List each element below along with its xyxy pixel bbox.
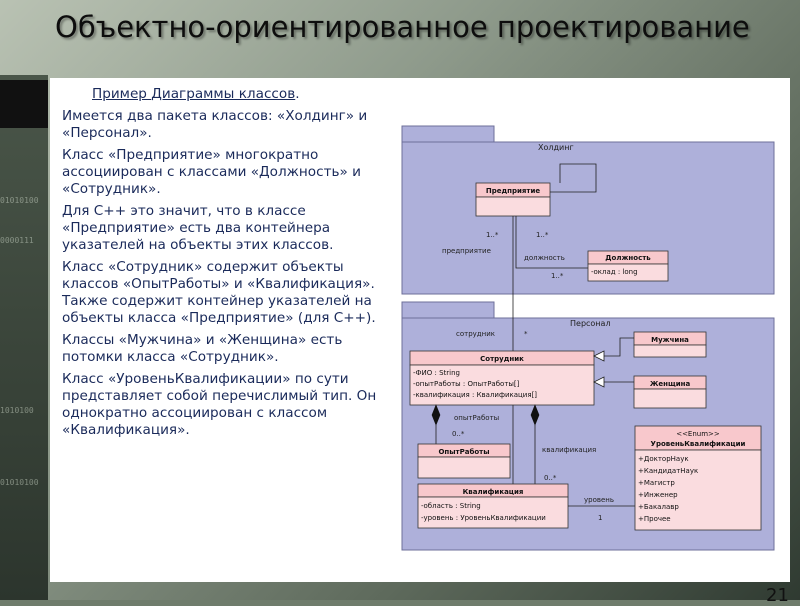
binary-decor-3: 1010100: [0, 406, 34, 415]
generalization-woman: [593, 376, 634, 388]
role-qualification: квалификация: [542, 446, 596, 454]
package-personal-tab: [401, 301, 495, 319]
generalization-man: [593, 337, 634, 362]
mult-holding-left: 1..*: [486, 231, 499, 239]
enterprise-position-association: [515, 216, 588, 269]
class-man-name: Мужчина: [651, 336, 689, 344]
heading-link[interactable]: Диаграммы классов: [151, 86, 296, 102]
class-woman-body: [633, 388, 707, 409]
heading-prefix: Пример: [92, 86, 152, 102]
class-employee-attr-1: -ФИО : String: [413, 369, 460, 377]
class-enterprise[interactable]: Предприятие: [475, 182, 551, 217]
class-level-stereotype: <<Enum>>: [676, 430, 720, 438]
role-level: уровень: [584, 496, 614, 504]
composition-experience: [431, 404, 441, 444]
class-position-body: [587, 263, 669, 282]
role-position: должность: [524, 254, 565, 262]
paragraph-employee: Класс «Сотрудник» содержит объекты класс…: [62, 259, 376, 326]
class-employee-body: [409, 364, 595, 406]
class-woman[interactable]: Женщина: [633, 375, 707, 409]
class-qualification-body: [417, 496, 569, 529]
mult-experience: 0..*: [452, 430, 465, 438]
mult-holding-right: 1..*: [536, 231, 549, 239]
class-man-body: [633, 344, 707, 358]
class-level-header: [634, 425, 762, 451]
heading-suffix: .: [295, 86, 300, 102]
binary-decor-2: 0000111: [0, 236, 34, 245]
paragraph-enterprise: Класс «Предприятие» многократно ассоциир…: [62, 147, 361, 197]
paragraph-enum: Класс «УровеньКвалификации» по сути пред…: [62, 371, 377, 438]
class-qualification-name: Квалификация: [463, 488, 524, 496]
class-employee-name: Сотрудник: [480, 355, 524, 363]
class-experience[interactable]: ОпытРаботы: [417, 443, 511, 479]
class-employee-attr-2: -опытРаботы : ОпытРаботы[]: [413, 380, 520, 388]
composition-qualification: [530, 404, 540, 484]
class-man[interactable]: Мужчина: [633, 331, 707, 358]
left-decor-square: [0, 80, 48, 128]
binary-decor-4: 01010100: [0, 478, 39, 487]
mult-employee: *: [524, 330, 528, 338]
package-holding-tab: [401, 125, 495, 143]
role-experience: опытРаботы: [454, 414, 499, 422]
binary-decor-1: 01010100: [0, 196, 39, 205]
enterprise-self-association: [550, 163, 597, 193]
class-qualification[interactable]: Квалификация -область : String -уровень …: [417, 483, 569, 529]
class-level-value-4: +Инженер: [638, 491, 678, 499]
class-level-value-5: +Бакалавр: [638, 503, 679, 511]
class-level-body: [634, 449, 762, 531]
class-level-value-3: +Магистр: [638, 479, 675, 487]
class-level-value-1: +ДокторНаук: [638, 455, 689, 463]
class-diagram: Холдинг Персонал Предприятие 1..* 1..* п…: [401, 125, 775, 551]
page-number: 21: [766, 585, 789, 606]
paragraph-packages: Имеется два пакета классов: «Холдинг» и …: [62, 108, 368, 141]
class-level-name: УровеньКвалификации: [651, 440, 746, 448]
text-heading: Пример Диаграммы классов.: [92, 86, 377, 103]
class-employee-attr-3: -квалификация : Квалификация[]: [413, 391, 537, 399]
role-enterprise: предприятие: [442, 247, 491, 255]
class-qualification-attr-1: -область : String: [421, 502, 481, 510]
class-level-value-2: +КандидатНаук: [638, 467, 698, 475]
class-position-attr-1: -оклад : long: [591, 268, 638, 276]
class-position[interactable]: Должность -оклад : long: [587, 250, 669, 282]
package-personal-name: Персонал: [570, 319, 611, 328]
class-level-enum[interactable]: <<Enum>> УровеньКвалификации +ДокторНаук…: [634, 425, 762, 531]
mult-level: 1: [598, 514, 602, 522]
class-enterprise-name: Предприятие: [486, 187, 540, 195]
class-qualification-attr-2: -уровень : УровеньКвалификации: [421, 514, 546, 522]
mult-qualification: 0..*: [544, 474, 557, 482]
paragraph-cpp: Для C++ это значит, что в классе «Предпр…: [62, 203, 334, 253]
class-experience-name: ОпытРаботы: [438, 448, 489, 456]
text-column: Пример Диаграммы классов. Имеется два па…: [62, 86, 377, 444]
class-woman-name: Женщина: [650, 380, 691, 388]
slide-title: Объектно-ориентированное проектирование: [55, 10, 750, 44]
class-enterprise-body: [475, 196, 551, 217]
class-position-name: Должность: [605, 254, 651, 262]
class-level-value-6: +Прочее: [638, 515, 671, 523]
paragraph-inheritance: Классы «Мужчина» и «Женщина» есть потомк…: [62, 332, 343, 365]
role-employee: сотрудник: [456, 330, 495, 338]
package-holding-name: Холдинг: [538, 143, 574, 152]
class-experience-body: [417, 456, 511, 479]
class-employee[interactable]: Сотрудник -ФИО : String -опытРаботы : Оп…: [409, 350, 595, 406]
left-decor-strip: [0, 75, 48, 600]
mult-position: 1..*: [551, 272, 564, 280]
